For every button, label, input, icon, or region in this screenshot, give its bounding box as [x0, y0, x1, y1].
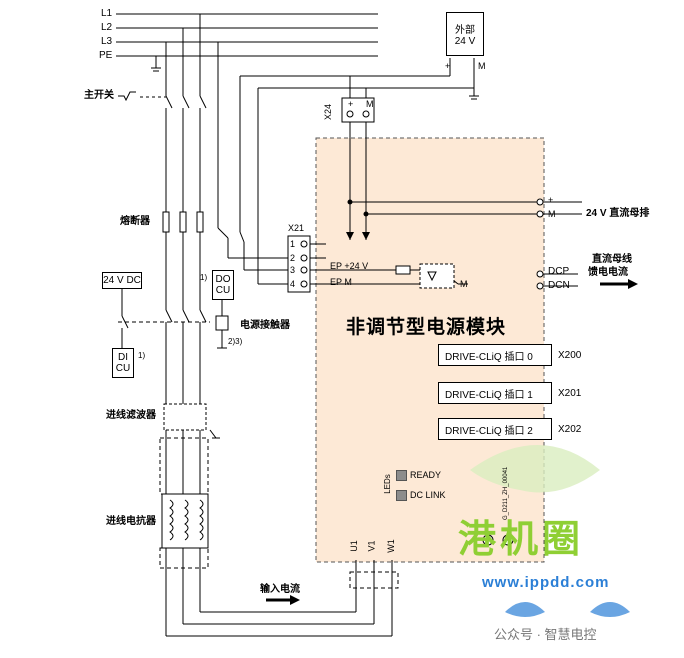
dc-link-label-1: 直流母线 [592, 254, 632, 265]
line-l2-label: L2 [101, 22, 113, 33]
x21-pin-4: 4 [290, 279, 296, 289]
optocoupler [419, 263, 455, 289]
dcn-label: DCN [548, 280, 570, 291]
cu-label-2: CU [115, 363, 131, 374]
main-switch-label: 主开关 [84, 90, 114, 101]
dc-link-led [396, 490, 407, 501]
line-l1-label: L1 [101, 8, 113, 19]
watermark-wechat: 公众号 · 智慧电控 [494, 627, 597, 642]
ready-label: READY [410, 470, 442, 480]
dc24-box: 24 V DC [102, 272, 142, 289]
x21-pin-2: 2 [290, 253, 296, 263]
external-label-2: 24 V [454, 36, 476, 47]
note-1: 1) [200, 273, 208, 282]
dc-link-label-2: 馈电电流 [588, 267, 628, 278]
terminal-v1: V1 [366, 540, 377, 552]
external-plus: + [445, 61, 451, 71]
leds-label: LEDs [382, 474, 392, 494]
dcp-label: DCP [548, 266, 570, 277]
x21-label: X21 [288, 223, 305, 233]
fuse-label: 熔断器 [120, 216, 150, 227]
line-l3-label: L3 [101, 36, 113, 47]
external-24v-box: 外部 24 V [446, 12, 484, 56]
line-filter-label: 进线滤波器 [106, 410, 156, 421]
watermark-brand: 港机圈 [458, 517, 585, 561]
external-minus: M [478, 61, 486, 71]
ep-24v-label: EP +24 V [330, 261, 369, 271]
bus-plus-label: + [548, 195, 554, 205]
line-reactor-label: 进线电抗器 [106, 516, 156, 527]
drive-cliq-slot-2: DRIVE-CLiQ 插口 2 [438, 418, 552, 440]
dc-link-led-label: DC LINK [410, 490, 446, 500]
opto-m-label: M [460, 279, 468, 289]
cu-label: CU [215, 285, 231, 296]
x24-minus: M [366, 99, 374, 109]
external-label-1: 外部 [455, 25, 475, 36]
drive-cliq-slot-1: DRIVE-CLiQ 插口 1 [438, 382, 552, 404]
note-1b: 1) [138, 351, 146, 360]
watermark-url: www.ippdd.com [482, 574, 610, 591]
port-x202: X202 [558, 424, 582, 435]
do-label: DO [215, 274, 231, 285]
di-cu-box: DI CU [112, 348, 134, 378]
x21-terminal [287, 235, 311, 293]
input-current-label: 输入电流 [260, 584, 300, 595]
x24-terminal [341, 97, 375, 123]
x21-pin-1: 1 [290, 239, 296, 249]
terminal-u1: U1 [348, 540, 359, 552]
x24-plus: + [348, 99, 354, 109]
line-pe-label: PE [99, 50, 113, 61]
drive-cliq-slot-0: DRIVE-CLiQ 插口 0 [438, 344, 552, 366]
bus-label: 24 V 直流母排 [586, 208, 650, 219]
module-title: 非调节型电源模块 [346, 317, 507, 338]
port-x200: X200 [558, 350, 582, 361]
ready-led [396, 470, 407, 481]
contactor-note: 2)3) [228, 337, 243, 346]
terminal-w1: W1 [385, 539, 396, 553]
di-label: DI [118, 352, 128, 363]
port-x201: X201 [558, 388, 582, 399]
x21-pin-3: 3 [290, 265, 296, 275]
x24-label: X24 [323, 103, 334, 121]
do-cu-box: DO CU [212, 270, 234, 300]
contactor-label: 电源接触器 [240, 320, 290, 331]
bus-minus-label: M [548, 209, 556, 219]
ep-m-label: EP M [330, 277, 352, 287]
